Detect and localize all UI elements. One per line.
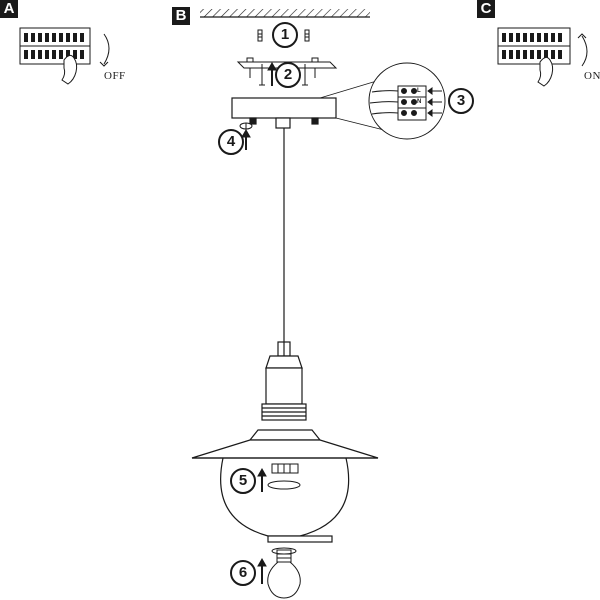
light-bulb xyxy=(257,547,301,599)
terminal-letter-l: L xyxy=(417,88,421,94)
canopy xyxy=(231,97,337,129)
step-5-marker: 5 xyxy=(230,468,256,494)
step-1-marker: 1 xyxy=(272,22,298,48)
step-6-marker: 6 xyxy=(230,560,256,586)
breaker-panel-a xyxy=(19,27,110,85)
panel-label-c: C xyxy=(477,0,495,18)
ceiling xyxy=(200,9,370,18)
step-3-marker: 3 xyxy=(448,88,474,114)
switch-state-off: OFF xyxy=(104,70,126,82)
terminal-block-callout xyxy=(368,62,446,140)
lamp-shade xyxy=(191,429,379,543)
step-4-marker: 4 xyxy=(218,129,244,155)
switch-state-on: ON xyxy=(584,70,600,82)
lamp-holder xyxy=(261,341,307,421)
terminal-letter-n: N xyxy=(417,99,422,105)
step-2-marker: 2 xyxy=(275,62,301,88)
panel-label-b: B xyxy=(172,7,190,25)
retaining-ring xyxy=(257,463,301,492)
canopy-screw xyxy=(239,122,253,150)
wall-anchors xyxy=(257,29,310,42)
panel-label-a: A xyxy=(0,0,18,18)
breaker-panel-c xyxy=(497,27,588,87)
